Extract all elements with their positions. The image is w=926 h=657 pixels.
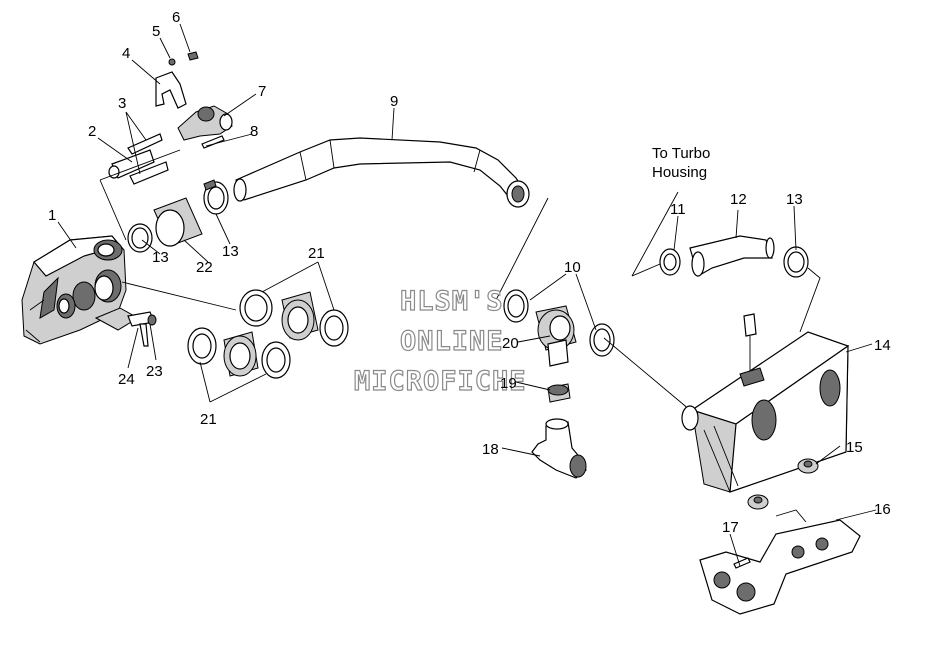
intake-tube <box>233 137 530 208</box>
callout-6: 6 <box>172 9 180 26</box>
callout-labels: 1 2 3 4 5 6 7 8 9 10 11 12 13 13 13 14 1… <box>48 9 891 536</box>
callout-10: 10 <box>564 259 581 276</box>
coupler-set-21 <box>121 281 349 379</box>
callout-13-right: 13 <box>786 191 803 208</box>
callout-18: 18 <box>482 441 499 458</box>
callout-17: 17 <box>722 519 739 536</box>
center-assembly <box>495 197 691 479</box>
fitting-23-24 <box>127 311 157 347</box>
callout-13-left: 13 <box>152 249 169 266</box>
turbo-housing-note: To Turbo Housing <box>652 145 710 181</box>
turbo-hose-group <box>631 191 821 333</box>
callout-4: 4 <box>122 45 130 62</box>
callout-23: 23 <box>146 363 163 380</box>
leader-lines <box>57 23 877 567</box>
callout-7: 7 <box>258 83 266 100</box>
callout-3: 3 <box>118 95 126 112</box>
callout-24: 24 <box>118 371 135 388</box>
callout-21-bottom: 21 <box>200 411 217 428</box>
mount-bracket <box>699 509 861 615</box>
callout-9: 9 <box>390 93 398 110</box>
coupler-and-clamps <box>127 179 229 253</box>
watermark-line-2: ONLINE <box>400 326 504 357</box>
airbox-housing <box>21 235 139 345</box>
callout-8: 8 <box>250 123 258 140</box>
callout-16: 16 <box>874 501 891 518</box>
note-line-2: Housing <box>652 164 707 181</box>
watermark-line-1: HLSM'S <box>400 286 504 317</box>
callout-1: 1 <box>48 207 56 224</box>
callout-15: 15 <box>846 439 863 456</box>
intercooler <box>681 313 850 493</box>
callout-13-mid: 13 <box>222 243 239 260</box>
grommets <box>747 458 819 510</box>
watermark: HLSM'S ONLINE MICROFICHE <box>353 285 527 397</box>
callout-12: 12 <box>730 191 747 208</box>
callout-21-top: 21 <box>308 245 325 262</box>
callout-20: 20 <box>502 335 519 352</box>
callout-19: 19 <box>500 375 517 392</box>
callout-14: 14 <box>874 337 891 354</box>
callout-11: 11 <box>670 201 686 218</box>
bypass-valve-group <box>99 51 233 241</box>
watermark-line-3: MICROFICHE <box>354 366 527 397</box>
callout-5: 5 <box>152 23 160 40</box>
callout-2: 2 <box>88 123 96 140</box>
note-line-1: To Turbo <box>652 145 710 162</box>
callout-22: 22 <box>196 259 213 276</box>
